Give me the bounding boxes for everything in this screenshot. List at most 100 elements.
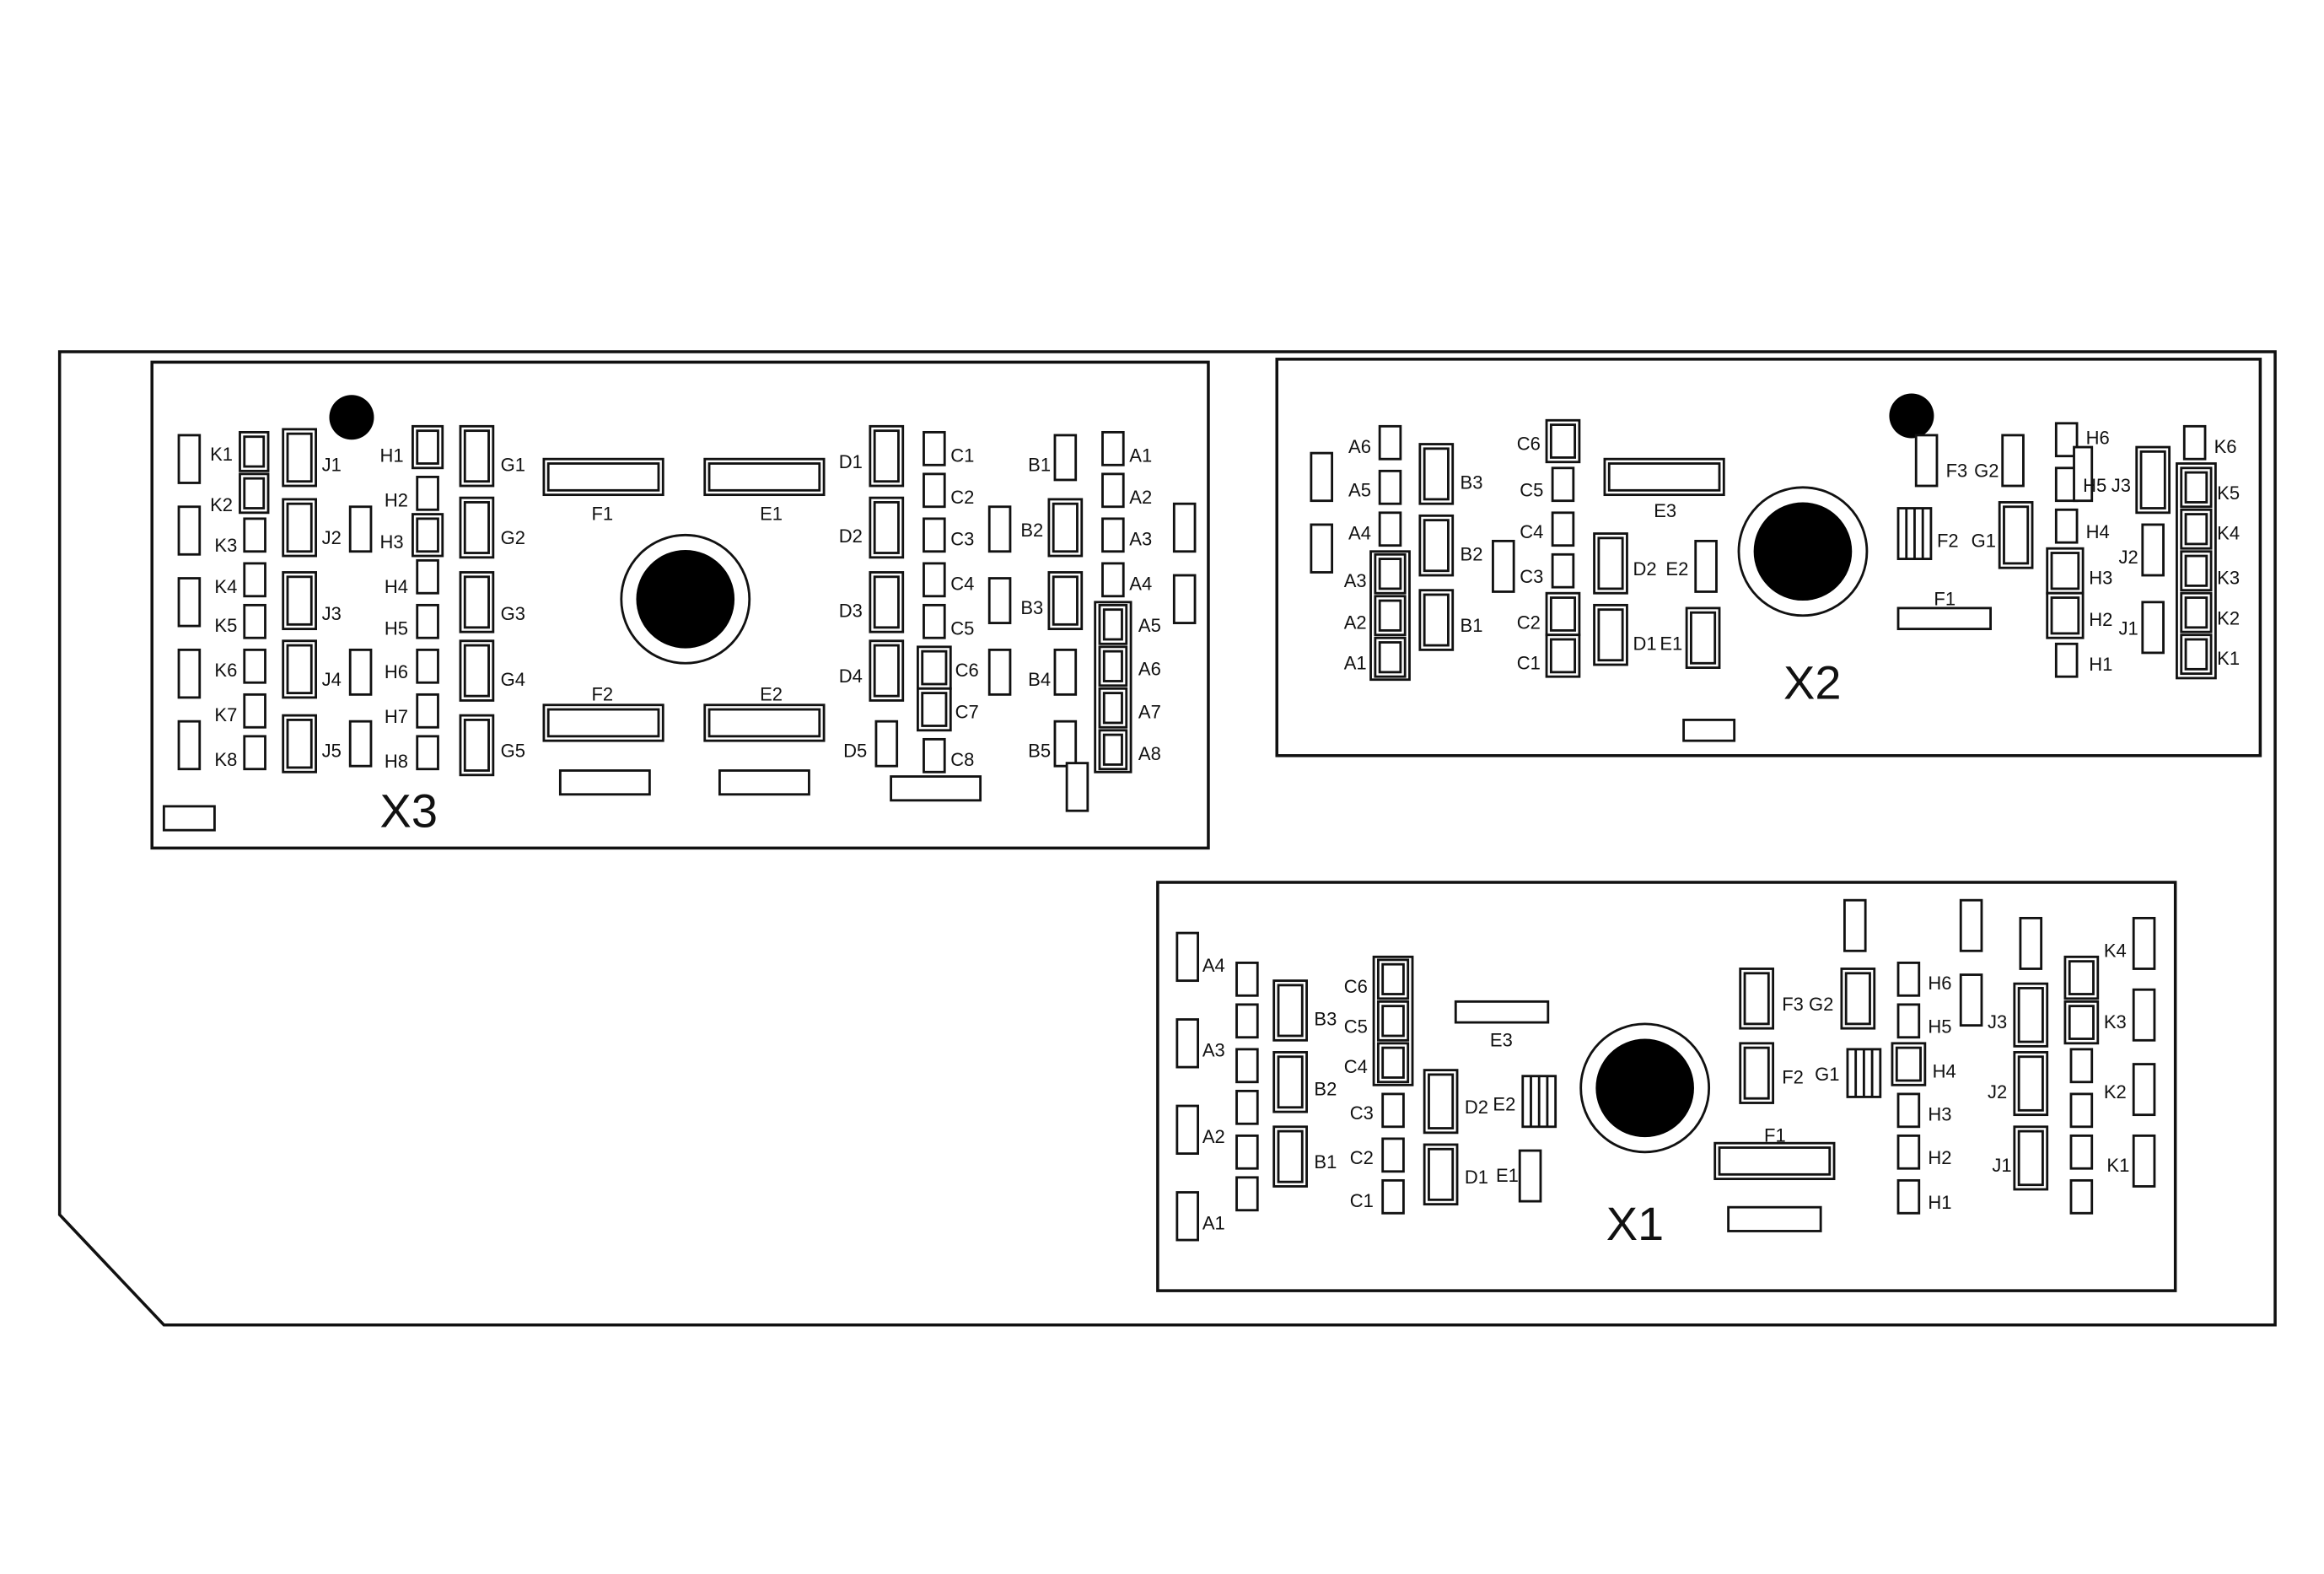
label-c5: C5 [1344, 1016, 1368, 1037]
label-k1: K1 [2106, 1155, 2129, 1176]
x3-a-slot [1098, 645, 1128, 687]
x1-f3 [1739, 968, 1775, 1030]
label-f2: F2 [591, 683, 613, 704]
x1-j-pad [1959, 973, 1983, 1027]
label-k3: K3 [2217, 568, 2240, 589]
x3-f1-frame [542, 457, 664, 497]
label-f1: F1 [1934, 588, 1955, 609]
label-c1: C1 [1350, 1190, 1374, 1211]
label-a4: A4 [1129, 574, 1152, 595]
label-c5: C5 [950, 618, 974, 639]
x3-a-pad [1172, 502, 1197, 553]
label-k1: K1 [2217, 648, 2240, 669]
label-a6: A6 [1348, 436, 1371, 457]
label-g1: G1 [1972, 530, 1996, 551]
label-j1: J1 [2119, 618, 2138, 639]
label-e3: E3 [1490, 1029, 1513, 1050]
x3-h-cell [416, 603, 439, 639]
label-c6: C6 [1517, 434, 1541, 455]
x2-a-cell [1378, 424, 1402, 461]
x1-h4-inner [1895, 1046, 1922, 1082]
label-d2: D2 [839, 526, 863, 547]
x3-k-cell [243, 735, 266, 771]
x3-c-cell [923, 603, 946, 639]
x1-b1-inner [1277, 1129, 1304, 1183]
x3-j2 [282, 498, 317, 558]
x2-d1-inner [1597, 608, 1624, 662]
x1-a-cell [1235, 1048, 1259, 1084]
x1-hub-core [1595, 1038, 1694, 1138]
x1-a-pad [1175, 1018, 1200, 1069]
x3-a-slot-inner [1102, 692, 1123, 725]
x3-d2-inner [873, 501, 900, 554]
label-b1: B1 [1314, 1151, 1337, 1172]
x2-hub-core [1753, 502, 1853, 601]
x3-k1 [239, 430, 270, 472]
x1-k3 [2132, 988, 2156, 1042]
label-h5: H5 [385, 618, 408, 639]
x2-e1 [1685, 606, 1721, 669]
label-h5: H5 [2083, 475, 2106, 496]
panel-x2-title: X2 [1783, 656, 1842, 709]
x2-c-cell [1551, 553, 1575, 589]
x3-d1 [869, 424, 905, 488]
label-a8: A8 [1138, 743, 1161, 764]
x2-h5-pin [2073, 445, 2094, 503]
x2-f1 [1896, 606, 1992, 631]
x1-e2 [1521, 1075, 1557, 1129]
x3-g1 [459, 424, 495, 488]
label-g2: G2 [501, 527, 525, 548]
label-j1: J1 [1992, 1155, 2011, 1176]
x3-f2 [542, 703, 664, 742]
x1-f-pad [1727, 1205, 1822, 1232]
x1-k3a [2063, 1000, 2100, 1045]
x3-d5 [874, 720, 899, 768]
x2-c2-inner [1549, 596, 1577, 632]
label-h6: H6 [385, 661, 408, 682]
x1-c-slot [1376, 1042, 1410, 1084]
x3-b5 [1053, 720, 1078, 768]
x3-d3-inner [873, 575, 900, 629]
x3-g4 [459, 639, 495, 702]
x3-b-pad [987, 505, 1012, 553]
label-a6: A6 [1138, 658, 1161, 679]
x3-b2-inner [1052, 502, 1079, 553]
x3-e2-frame [703, 703, 826, 742]
x3-d3 [869, 571, 905, 633]
x2-mid-pad [1492, 539, 1515, 593]
x1-h-cell [1896, 1134, 1921, 1170]
x3-g4-inner [463, 644, 490, 698]
x1-k4a-inner [2068, 960, 2095, 995]
label-c4: C4 [1520, 521, 1543, 542]
x1-k-cell [2069, 1134, 2094, 1170]
x1-j2-inner [2017, 1055, 2044, 1112]
label-c3: C3 [1520, 566, 1543, 587]
x3-j1-inner [286, 432, 313, 483]
label-b2: B2 [1020, 520, 1043, 541]
x3-b5-tab [1065, 762, 1089, 812]
label-h6: H6 [2086, 428, 2110, 449]
label-a3: A3 [1129, 529, 1152, 550]
label-j5: J5 [322, 741, 342, 762]
label-k2: K2 [2217, 607, 2240, 628]
x3-j4 [282, 639, 317, 699]
x1-j2 [2013, 1051, 2049, 1117]
label-h2: H2 [2089, 609, 2112, 630]
x3-e1-inner [707, 462, 821, 492]
label-b2: B2 [1314, 1079, 1337, 1100]
x3-corner-pad [162, 805, 216, 832]
x2-h4 [2054, 508, 2079, 544]
x1-j1-inner [2017, 1129, 2044, 1187]
label-g3: G3 [501, 603, 525, 624]
x3-g2 [459, 496, 495, 559]
x3-a-slot [1098, 687, 1128, 729]
label-j3: J3 [322, 603, 342, 624]
x3-j5-inner [286, 718, 313, 769]
label-f1: F1 [591, 504, 613, 525]
label-k4: K4 [2104, 940, 2127, 961]
x3-f2-inner [546, 708, 660, 738]
label-h1: H1 [1928, 1192, 1951, 1213]
x3-k-cell [243, 517, 266, 553]
label-d1: D1 [1465, 1167, 1488, 1188]
x1-f2 [1739, 1042, 1775, 1104]
